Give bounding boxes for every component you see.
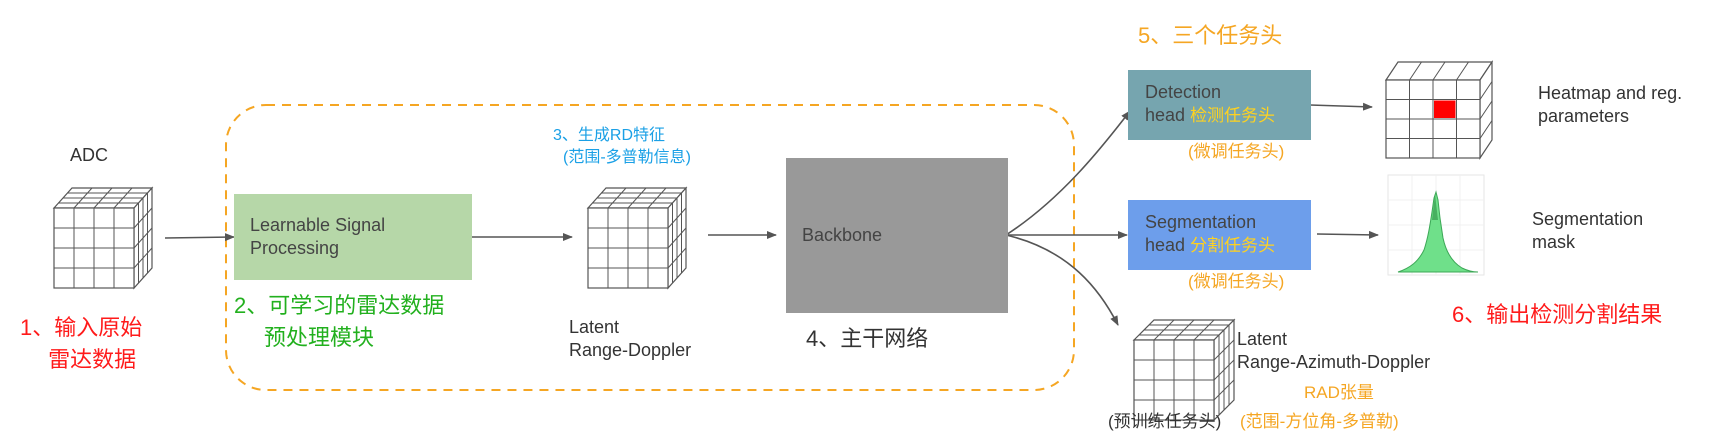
detection-head-en-line2: head	[1145, 105, 1186, 126]
step6-label: 6、输出检测分割结果	[1452, 302, 1663, 327]
heatmap-highlight-cell	[1434, 100, 1456, 118]
pretrain-head-label: (预训练任务头)	[1108, 412, 1222, 431]
backbone-box: Backbone	[786, 158, 1008, 313]
detection-head-box: Detection head 检测任务头	[1128, 70, 1311, 140]
learnable-signal-processing-box: Learnable Signal Processing	[234, 194, 472, 280]
lsp-label-line1: Learnable Signal	[250, 215, 386, 235]
rad-desc-label: (范围-方位角-多普勒)	[1240, 412, 1399, 431]
adc-label: ADC	[70, 145, 109, 165]
detection-head-note: (微调任务头)	[1188, 142, 1285, 161]
step3-line2: (范围-多普勒信息)	[563, 148, 691, 166]
backbone-label: Backbone	[802, 225, 883, 245]
step1-line1: 1、输入原始	[20, 315, 143, 340]
seg-mask-label-line1: Segmentation	[1532, 209, 1644, 229]
latent-rd-line1: Latent	[569, 317, 620, 337]
heatmap-grid-icon	[1384, 60, 1494, 160]
rad-tensor-cube-icon	[1132, 318, 1236, 422]
segmentation-head-box: Segmentation head 分割任务头	[1128, 200, 1311, 270]
flow-arrows	[164, 102, 1379, 326]
lsp-label-line2: Processing	[250, 238, 340, 259]
step1-line2: 雷达数据	[48, 346, 137, 372]
latent-rad-line1: Latent	[1237, 329, 1288, 349]
step3-line1: 3、生成RD特征	[553, 127, 666, 144]
learnable-region-dashed-border	[225, 104, 1075, 391]
detection-head-en-line1: Detection	[1145, 82, 1222, 102]
latent-rad-line2: Range-Azimuth-Doppler	[1237, 352, 1431, 373]
detection-head-cn: 检测任务头	[1190, 106, 1276, 126]
step5-label: 5、三个任务头	[1138, 23, 1283, 48]
adc-cube-icon	[52, 186, 154, 290]
seg-mask-label-line2: mask	[1532, 232, 1576, 253]
step4-label: 4、主干网络	[806, 326, 929, 351]
segmentation-head-en-line2: head	[1145, 235, 1186, 256]
segmentation-head-note: (微调任务头)	[1188, 272, 1285, 291]
segmentation-head-en-line1: Segmentation	[1145, 212, 1257, 232]
heatmap-label-line2: parameters	[1538, 106, 1630, 127]
range-doppler-cube-icon	[586, 186, 688, 290]
heatmap-label-line1: Heatmap and reg.	[1538, 83, 1683, 103]
segmentation-mask-icon	[1387, 174, 1485, 276]
step2-line2: 预处理模块	[264, 324, 375, 350]
segmentation-head-cn: 分割任务头	[1190, 236, 1276, 256]
latent-rd-line2: Range-Doppler	[569, 340, 692, 361]
rad-tensor-label: RAD张量	[1304, 383, 1374, 402]
step2-line1: 2、可学习的雷达数据	[234, 293, 445, 318]
